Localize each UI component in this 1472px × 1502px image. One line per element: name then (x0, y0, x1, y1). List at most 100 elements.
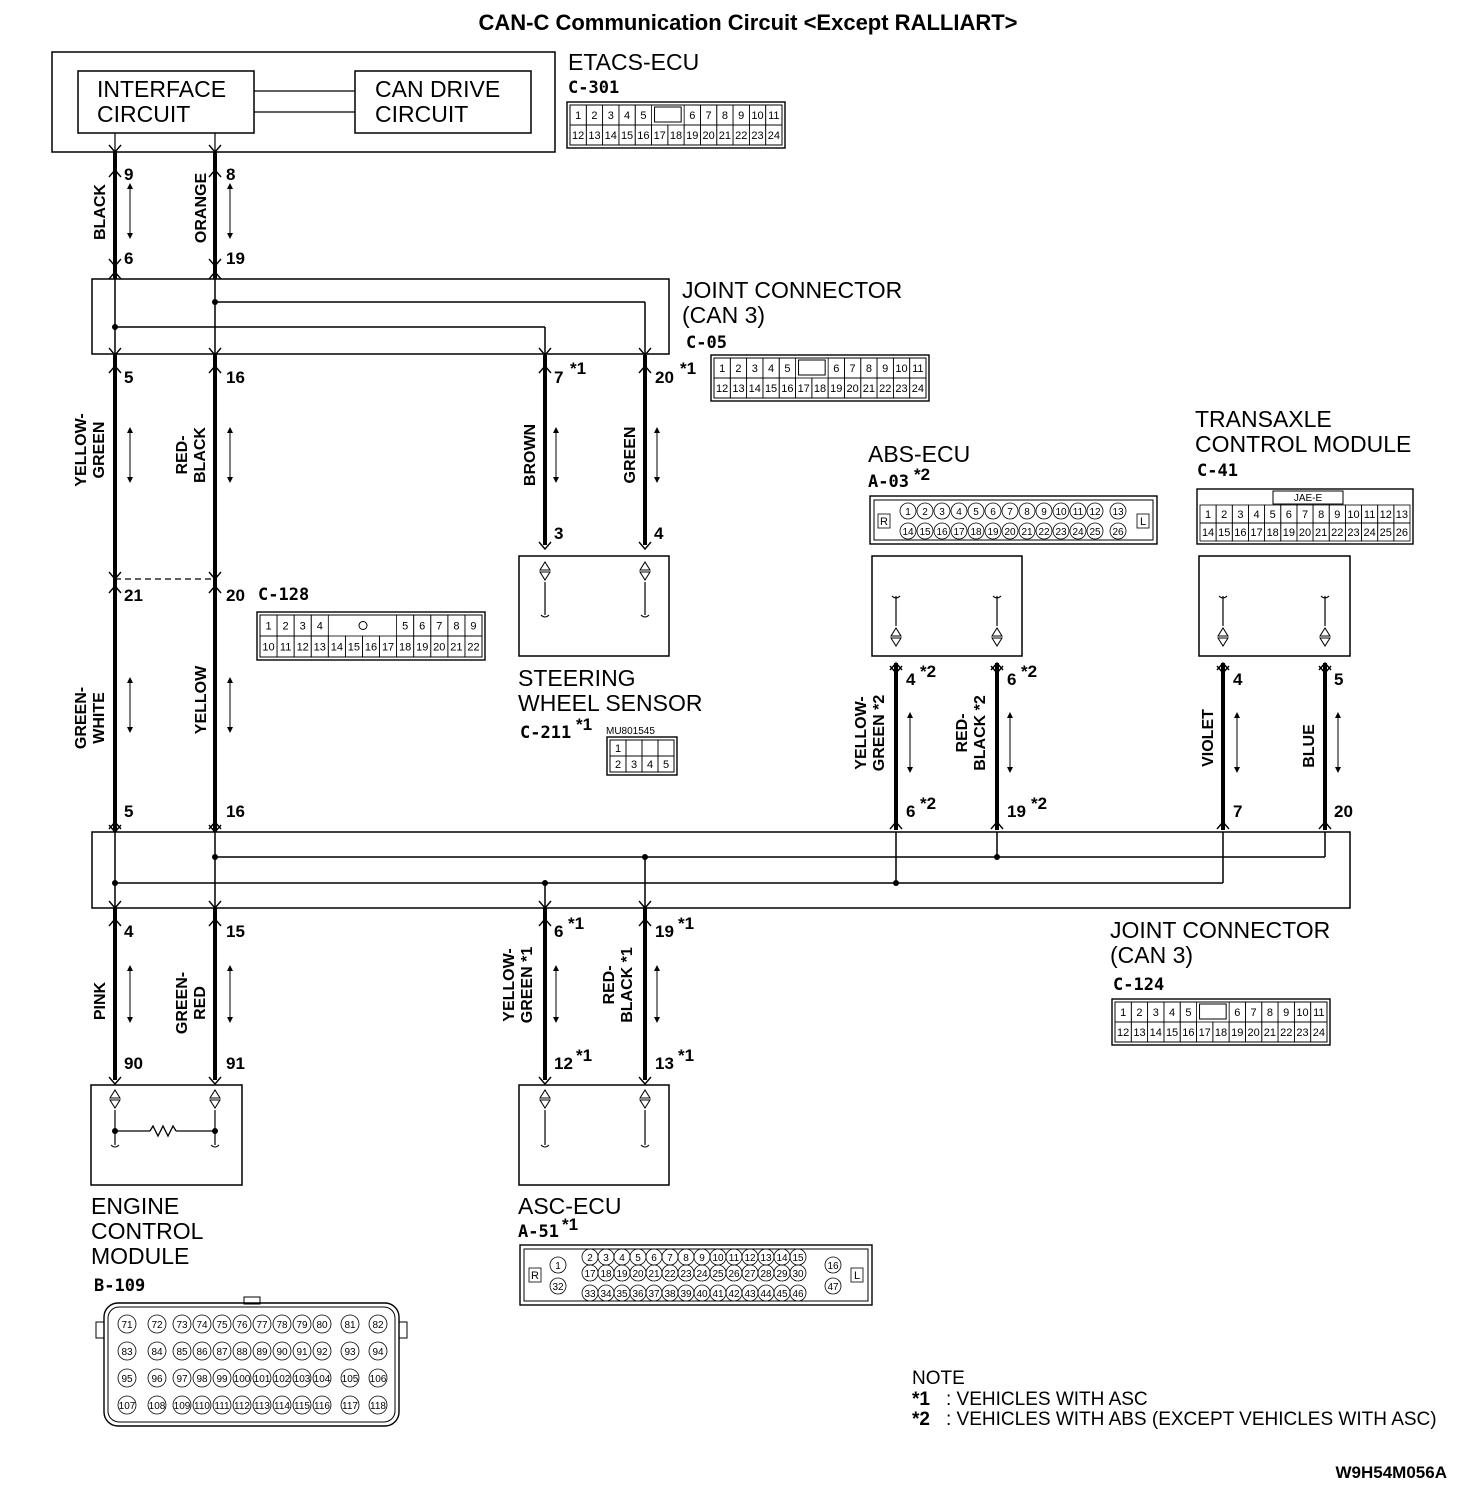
svg-text:16: 16 (637, 130, 649, 142)
svg-text:21: 21 (648, 1269, 660, 1280)
svg-text:20: 20 (846, 383, 858, 395)
svg-text:103: 103 (294, 1374, 311, 1385)
svg-text:44: 44 (760, 1289, 772, 1300)
svg-text:4: 4 (1233, 670, 1243, 689)
svg-text:26: 26 (728, 1269, 740, 1280)
svg-text:23: 23 (680, 1269, 692, 1280)
diagram-title: CAN-C Communication Circuit <Except RALL… (478, 10, 1017, 35)
svg-text:115: 115 (294, 1401, 310, 1412)
sws-mark: *1 (576, 715, 592, 734)
svg-text:5: 5 (635, 1253, 641, 1264)
svg-text:GREEN-: GREEN- (73, 687, 90, 749)
svg-text:16: 16 (1182, 1027, 1194, 1039)
svg-text:104: 104 (314, 1374, 331, 1385)
svg-text:4: 4 (1253, 509, 1259, 521)
svg-text:ORANGE: ORANGE (193, 173, 210, 244)
svg-text:15: 15 (621, 130, 633, 142)
svg-text:13: 13 (655, 1054, 674, 1073)
svg-text:14: 14 (749, 383, 761, 395)
svg-text:7: 7 (436, 621, 442, 633)
svg-text:19: 19 (1231, 1027, 1243, 1039)
svg-text:5: 5 (124, 368, 133, 387)
svg-text:9: 9 (699, 1253, 705, 1264)
svg-text:20: 20 (702, 130, 714, 142)
svg-text:7: 7 (1233, 802, 1242, 821)
note: NOTE *1 : VEHICLES WITH ASC *2 : VEHICLE… (912, 1368, 1437, 1430)
svg-text:7: 7 (554, 368, 563, 387)
svg-text:11: 11 (768, 110, 779, 122)
can-drive-label-1: CAN DRIVE (375, 76, 500, 102)
svg-text:18: 18 (1267, 527, 1279, 539)
svg-text:80: 80 (316, 1320, 328, 1331)
svg-text:2: 2 (735, 363, 741, 375)
svg-text:20: 20 (1334, 802, 1353, 821)
svg-text:16: 16 (827, 1261, 839, 1272)
svg-text:R: R (531, 1270, 539, 1282)
svg-text:22: 22 (1331, 527, 1343, 539)
svg-text:BLACK *1: BLACK *1 (619, 947, 636, 1023)
svg-text:89: 89 (256, 1347, 268, 1358)
svg-text:37: 37 (648, 1289, 660, 1300)
svg-text:13: 13 (1133, 1027, 1145, 1039)
svg-text:L: L (1140, 516, 1146, 528)
svg-text:8: 8 (226, 165, 235, 184)
svg-text:15: 15 (1166, 1027, 1178, 1039)
tcm-code: C-41 (1197, 461, 1238, 481)
abs-mark: *2 (914, 465, 930, 484)
svg-text:*1: *1 (678, 914, 694, 933)
svg-text:7: 7 (850, 363, 856, 375)
svg-text:6: 6 (124, 249, 133, 268)
svg-text:3: 3 (939, 507, 945, 518)
svg-text:117: 117 (342, 1401, 358, 1412)
etacs-code: C-301 (568, 78, 619, 98)
svg-text:82: 82 (372, 1320, 384, 1331)
svg-text:40: 40 (696, 1289, 708, 1300)
svg-text:116: 116 (314, 1401, 330, 1412)
svg-text:84: 84 (151, 1347, 163, 1358)
svg-text:16: 16 (365, 642, 377, 654)
jc-bottom-name-1: JOINT CONNECTOR (1110, 917, 1330, 943)
svg-text:5: 5 (784, 363, 790, 375)
svg-text:108: 108 (149, 1401, 166, 1412)
svg-text:*2: *2 (1021, 662, 1037, 681)
svg-text:11: 11 (1073, 507, 1084, 518)
svg-text:4: 4 (768, 363, 774, 375)
svg-text:21: 21 (124, 586, 143, 605)
svg-text:7: 7 (1251, 1007, 1257, 1019)
svg-text:YELLOW-: YELLOW- (501, 948, 518, 1021)
svg-text:*1: *1 (680, 359, 696, 378)
svg-text:3: 3 (752, 363, 758, 375)
svg-text:26: 26 (1112, 527, 1124, 538)
jc-top-name-2: (CAN 3) (682, 302, 765, 328)
svg-text:8: 8 (722, 110, 728, 122)
svg-text:20: 20 (632, 1269, 644, 1280)
svg-text:21: 21 (1315, 527, 1327, 539)
svg-text:24: 24 (1072, 527, 1084, 538)
svg-text:18: 18 (670, 130, 682, 142)
svg-text:GREEN: GREEN (91, 422, 108, 479)
svg-text:1: 1 (1205, 509, 1211, 521)
svg-text:11: 11 (1313, 1007, 1324, 1019)
terminating-resistor-icon (149, 1124, 177, 1138)
svg-text:5: 5 (1185, 1007, 1191, 1019)
svg-text:9: 9 (1334, 509, 1340, 521)
svg-text:94: 94 (372, 1347, 384, 1358)
svg-text:25: 25 (1089, 527, 1101, 538)
svg-text:72: 72 (151, 1320, 163, 1331)
sws-part-no: MU801545 (606, 726, 655, 737)
svg-text:9: 9 (882, 363, 888, 375)
svg-text:15: 15 (792, 1253, 804, 1264)
terminal-symbols (108, 144, 1341, 1148)
svg-text:23: 23 (1055, 527, 1067, 538)
svg-text:11: 11 (912, 363, 923, 375)
svg-text:5: 5 (1270, 509, 1276, 521)
svg-text:35: 35 (616, 1289, 628, 1300)
svg-text:100: 100 (234, 1374, 251, 1385)
svg-text:RED-: RED- (174, 435, 191, 474)
svg-text:8: 8 (866, 363, 872, 375)
etacs-name: ETACS-ECU (568, 49, 699, 75)
svg-text:9: 9 (124, 165, 133, 184)
asc-ecu-box (518, 1084, 670, 1186)
